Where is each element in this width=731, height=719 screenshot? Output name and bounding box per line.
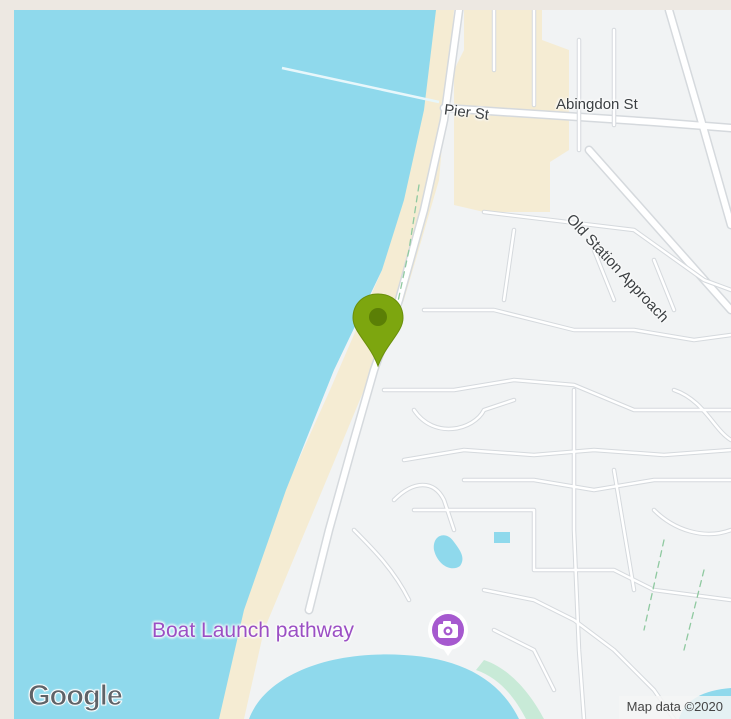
ocean — [14, 10, 436, 719]
map-viewport[interactable]: Pier St Abingdon St Old Station Approach… — [14, 10, 731, 719]
camera-icon[interactable] — [426, 608, 470, 663]
inlet — [249, 654, 519, 719]
map-attribution[interactable]: Map data ©2020 — [618, 696, 731, 719]
jetty — [281, 66, 440, 104]
inlet-bank — [476, 660, 544, 719]
pond — [433, 535, 463, 569]
pool — [494, 532, 510, 543]
map-canvas[interactable] — [14, 10, 731, 719]
map-pin-icon[interactable] — [350, 292, 406, 373]
poi-label-boat-launch[interactable]: Boat Launch pathway — [152, 619, 354, 642]
google-logo[interactable]: Google — [28, 680, 124, 713]
street-label-abingdon-st: Abingdon St — [556, 96, 638, 113]
beach-area — [209, 10, 454, 719]
